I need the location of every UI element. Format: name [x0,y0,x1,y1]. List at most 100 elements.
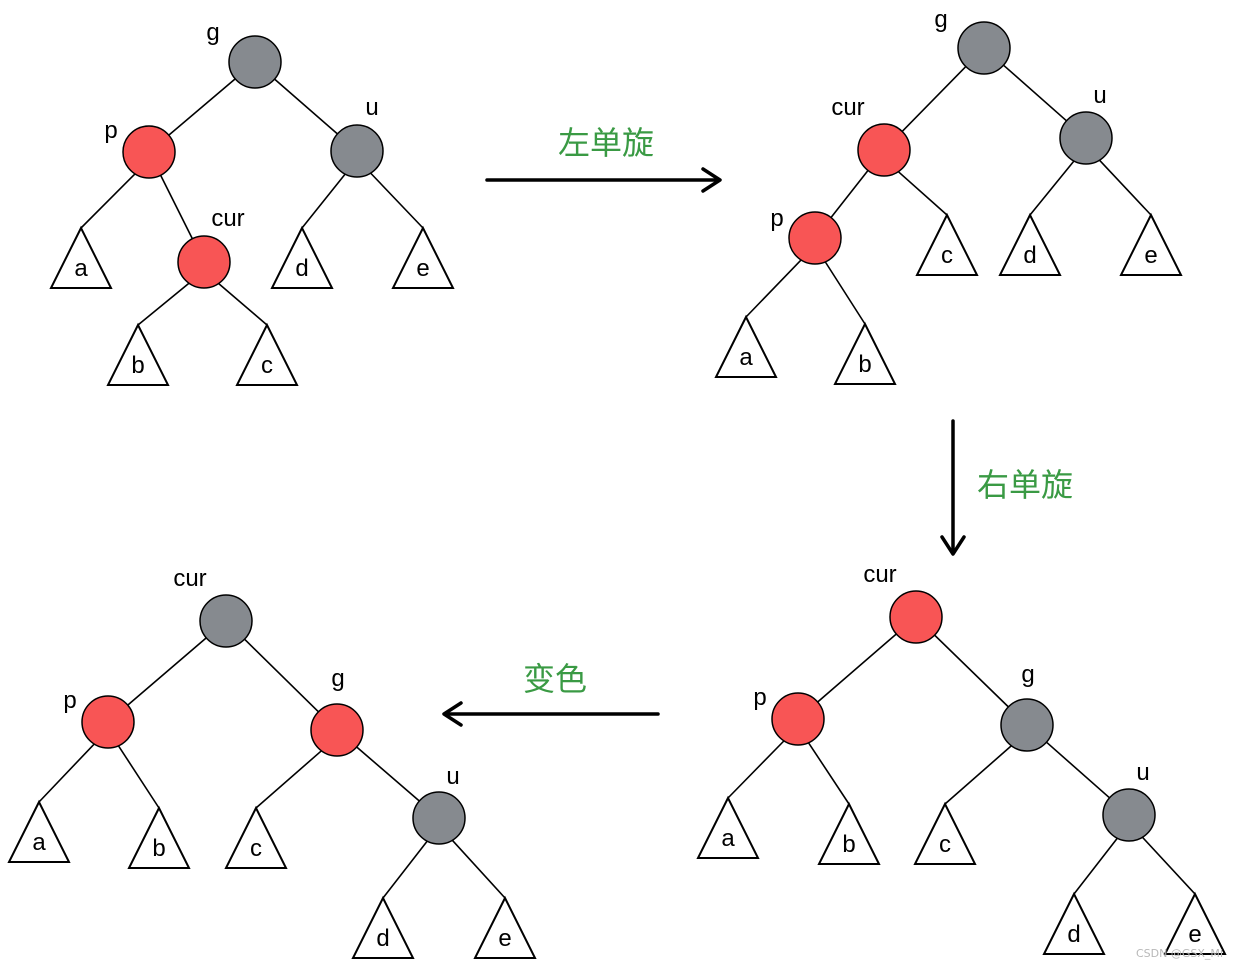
step-1-arrow-head-icon [940,535,966,556]
panel-1-node-g-label: g [934,6,947,33]
panel-3-edge-p-a [38,743,95,803]
panel-2-subtree-e-label: e [1188,921,1201,948]
panel-2-subtree-b-label: b [842,831,855,858]
panel-1-subtree-b-label: b [858,351,871,378]
panel-2-edge-u-d [1073,837,1118,895]
panel-0-edge-cur-c [218,282,268,326]
panel-3-node-u-label: u [446,763,459,790]
panel-2-edge-g-c [944,745,1012,805]
panel-0-node-p-label: p [104,117,117,144]
panel-1-node-cur-label: cur [831,94,864,121]
panel-1-subtree-c-triangle [915,212,979,276]
panel-0-subtree-d-label: d [295,255,308,282]
panel-2-subtree-d-label: d [1067,921,1080,948]
panel-0-edge-u-e [370,172,424,229]
panel-1-edge-p-b [824,261,866,325]
panel-3-subtree-e-triangle [473,895,537,959]
panel-2-subtree-b-triangle [817,801,881,865]
panel-1-subtree-d-label: d [1023,242,1036,269]
step-2-arrow-head-icon [442,701,463,727]
panel-3-subtree-d-triangle [351,895,415,959]
panel-1-subtree-a-triangle [714,314,778,378]
panel-2-node-g-circle [1000,698,1054,752]
panel-1-node-cur-circle [857,123,911,177]
panel-1-subtree-b-triangle [833,321,897,385]
panel-2-edge-cur-p [817,633,897,703]
panel-2-node-g-label: g [1021,661,1034,688]
panel-3-node-p-label: p [63,687,76,714]
panel-0-node-cur-circle [177,235,231,289]
panel-0-edge-p-a [80,173,136,229]
panel-2-edge-g-u [1045,741,1111,799]
panel-3-edge-g-c [255,750,322,809]
panel-3-node-p-circle [81,695,135,749]
panel-3-node-cur-circle [199,594,253,648]
shapes-layer [7,21,1227,959]
panel-0-subtree-e-triangle [391,225,455,289]
panel-3-node-cur-label: cur [173,565,206,592]
panel-1-edge-p-a [745,259,802,318]
panel-1-subtree-d-triangle [998,212,1062,276]
panel-1-node-p-circle [788,211,842,265]
panel-3-subtree-c-label: c [250,835,262,862]
panel-2-node-cur-circle [889,590,943,644]
panel-2-edge-p-b [807,742,850,805]
panel-1-node-g-circle [957,21,1011,75]
panel-3-subtree-b-triangle [127,805,191,869]
step-0-operation-label: 左单旋 [558,124,654,162]
panel-0-subtree-e-label: e [416,255,429,282]
panel-1-edge-g-u [1002,64,1068,122]
panel-3-subtree-c-triangle [224,805,288,869]
panel-0-subtree-d-triangle [270,225,334,289]
panel-0-subtree-a-label: a [74,255,88,282]
panel-2-edge-p-a [727,740,785,799]
panel-0-edge-g-u [274,78,338,135]
panel-1-subtree-e-triangle [1119,212,1183,276]
panel-2-node-u-circle [1102,788,1156,842]
panel-0-edge-cur-b [137,282,190,326]
panel-0-edge-g-p [168,78,236,136]
panel-3-node-g-label: g [331,665,344,692]
step-0-arrow-head-icon [701,167,722,193]
panel-0-node-g-circle [228,35,282,89]
panel-2-subtree-c-triangle [913,801,977,865]
panel-2-edge-u-e [1141,836,1196,895]
panel-0-subtree-c-label: c [261,352,273,379]
panel-0-node-u-circle [330,124,384,178]
panel-3-subtree-a-triangle [7,799,71,863]
panel-0-node-cur-label: cur [211,205,244,232]
panel-1-edge-g-cur [901,66,967,132]
panel-2-node-p-circle [771,692,825,746]
watermark: CSDN @GSX_MI [1136,947,1223,960]
panel-2-edge-cur-g [934,634,1009,708]
panel-3-subtree-b-label: b [152,835,165,862]
panel-2-node-p-label: p [753,684,766,711]
panel-1-edge-cur-c [897,171,948,216]
step-1-operation-label: 右单旋 [977,466,1073,504]
panel-0-edge-p-cur [159,174,194,240]
panel-1-subtree-a-label: a [739,344,753,371]
panel-3-node-u-circle [412,791,466,845]
panel-1-node-p-label: p [770,205,783,232]
panel-3-edge-cur-g [243,638,320,713]
panel-2-subtree-c-label: c [939,831,951,858]
panel-1-node-u-circle [1059,111,1113,165]
panel-0-subtree-b-triangle [106,322,170,386]
panel-0-node-g-label: g [206,19,219,46]
panel-3-edge-cur-p [127,637,207,706]
step-2-operation-label: 变色 [523,660,587,698]
panel-1-subtree-c-label: c [941,242,953,269]
panel-3-subtree-e-label: e [498,925,511,952]
panel-3-edge-g-u [356,746,420,802]
panel-3-edge-u-e [451,839,506,899]
panel-1-edge-cur-p [830,169,869,219]
panel-0-subtree-b-label: b [131,352,144,379]
panel-3-edge-p-b [117,745,160,809]
panel-2-node-u-label: u [1136,759,1149,786]
panel-2-subtree-a-label: a [721,825,735,852]
panel-0-node-u-label: u [365,94,378,121]
panel-2-subtree-e-triangle [1163,891,1227,955]
panel-3-subtree-d-label: d [376,925,389,952]
